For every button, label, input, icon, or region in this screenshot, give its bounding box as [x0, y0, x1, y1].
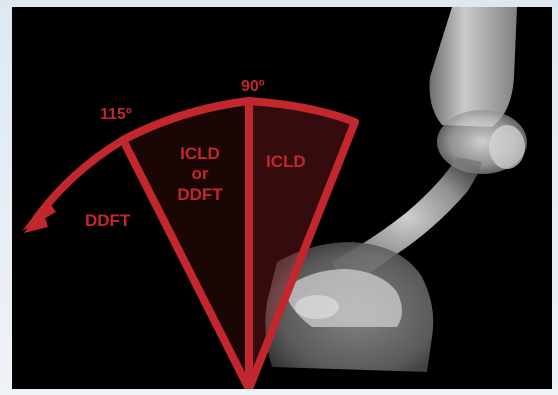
icld-or-ddft-label-line1: ICLD [180, 144, 220, 163]
xray-panel: 90º 115º ICLD ICLD or DDFT DDFT [12, 7, 552, 389]
sesamoid-bone [489, 125, 525, 169]
ddft-label: DDFT [85, 211, 131, 230]
icld-or-ddft-label-line2: or [192, 164, 209, 183]
navicular-bone [295, 295, 339, 319]
icld-label: ICLD [266, 152, 306, 171]
hoof-diagram: 90º 115º ICLD ICLD or DDFT DDFT [12, 7, 552, 389]
icld-or-ddft-label-line3: DDFT [177, 185, 223, 204]
angle-115-label: 115º [100, 106, 132, 123]
angle-90-label: 90º [241, 78, 265, 95]
